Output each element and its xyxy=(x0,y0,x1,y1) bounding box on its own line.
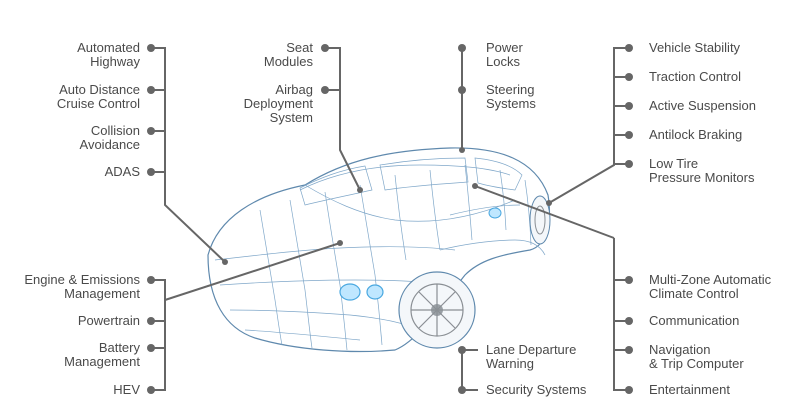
label-airbag-deployment-system: Airbag Deployment System xyxy=(243,82,313,125)
label-steering-systems: Steering Systems xyxy=(486,82,536,111)
label-communication: Communication xyxy=(649,313,740,328)
label-active-suspension: Active Suspension xyxy=(649,98,756,113)
label-hev: HEV xyxy=(113,382,140,397)
label-power-locks: Power Locks xyxy=(486,40,523,69)
label-security-systems: Security Systems xyxy=(486,382,587,397)
label-seat-modules: Seat Modules xyxy=(263,40,313,69)
front-wheel xyxy=(398,271,476,349)
label-traction-control: Traction Control xyxy=(649,69,741,84)
label-entertainment: Entertainment xyxy=(649,382,730,397)
label-automated-highway: Automated Highway xyxy=(77,40,140,69)
label-auto-distance-cruise-control: Auto Distance Cruise Control xyxy=(56,82,140,111)
label-vehicle-stability: Vehicle Stability xyxy=(649,40,741,55)
car-wireframe xyxy=(207,147,551,353)
label-engine-emissions-management: Engine & Emissions Management xyxy=(24,272,140,301)
headlights xyxy=(339,207,502,301)
label-multi-zone-climate-control: Multi-Zone Automatic Climate Control xyxy=(649,272,772,301)
label-battery-management: Battery Management xyxy=(64,340,140,369)
label-adas: ADAS xyxy=(104,164,140,179)
label-lane-departure-warning: Lane Departure Warning xyxy=(486,342,577,371)
connector-dots xyxy=(147,44,633,394)
label-navigation-trip-computer: Navigation & Trip Computer xyxy=(649,342,744,371)
label-low-tire-pressure-monitors: Low Tire Pressure Monitors xyxy=(649,156,755,185)
label-antilock-braking: Antilock Braking xyxy=(649,127,743,142)
label-powertrain: Powertrain xyxy=(77,313,140,328)
label-collision-avoidance: Collision Avoidance xyxy=(79,123,140,152)
connector-lines xyxy=(151,47,629,391)
